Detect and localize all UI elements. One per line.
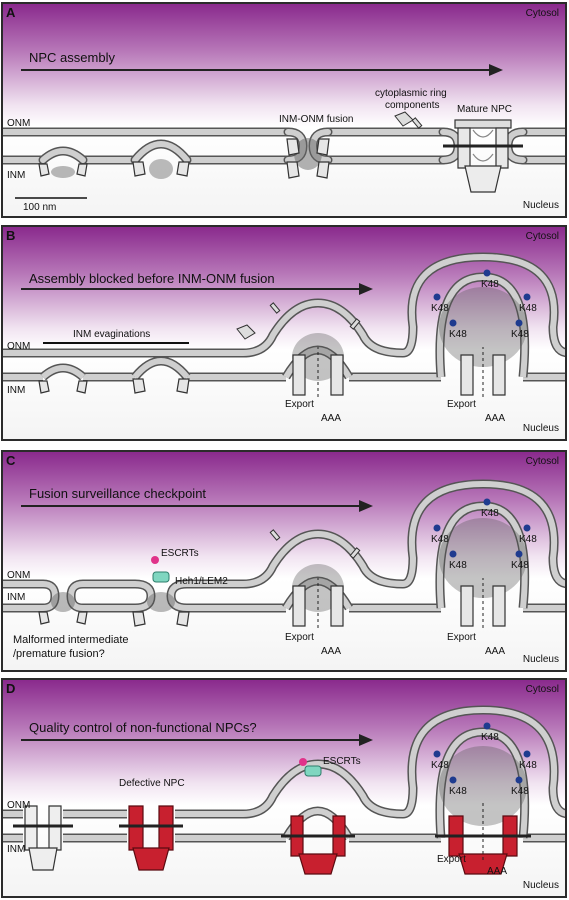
evaginations-label: INM evaginations: [73, 329, 151, 340]
panel-letter: D: [6, 681, 16, 696]
inm-label: INM: [7, 385, 26, 396]
defective-npc-label: Defective NPC: [119, 778, 185, 789]
export-label: Export: [437, 854, 466, 865]
export-label: Export: [285, 399, 314, 410]
nucleus-label: Nucleus: [522, 200, 559, 211]
cytosol-label: Cytosol: [525, 8, 559, 19]
panel-c-drawing: [3, 479, 565, 628]
cytosol-label: Cytosol: [525, 231, 559, 242]
fusion-label: INM-ONM fusion: [279, 114, 354, 125]
panel-a-drawing: [3, 64, 565, 199]
k48-label: K48: [511, 560, 529, 571]
k48-label: K48: [449, 329, 467, 340]
aaa-label: AAA: [321, 413, 342, 424]
ring-label-1: cytoplasmic ring: [375, 88, 447, 99]
panel-d-drawing: [3, 705, 565, 875]
escrt-complex: [151, 556, 170, 583]
k48-label: K48: [519, 303, 537, 314]
panel-title: Fusion surveillance checkpoint: [29, 486, 207, 501]
aaa-label: AAA: [485, 413, 506, 424]
panel-letter: A: [6, 5, 16, 20]
mature-npc-label: Mature NPC: [457, 104, 513, 115]
aaa-label: AAA: [487, 866, 508, 877]
aaa-label: AAA: [485, 646, 506, 657]
cytoplasmic-ring-components: [394, 111, 423, 129]
nucleus-label: Nucleus: [522, 654, 559, 665]
panel-c: C Cytosol Nucleus Fusion surveillance ch…: [1, 450, 567, 672]
ring-label-2: components: [385, 100, 440, 111]
panel-letter: B: [6, 228, 16, 243]
ubiquitin-marks: [433, 269, 531, 327]
panel-title: Quality control of non-functional NPCs?: [29, 720, 257, 735]
panel-title: Assembly blocked before INM-ONM fusion: [29, 271, 275, 286]
k48-label: K48: [481, 732, 499, 743]
ring-components: [269, 529, 361, 559]
onm-label: ONM: [7, 570, 31, 581]
k48-label: K48: [481, 279, 499, 290]
nuclear-envelope: [3, 479, 565, 613]
inm-label: INM: [7, 170, 26, 181]
k48-label: K48: [511, 329, 529, 340]
escrt-label: ESCRTs: [161, 548, 199, 559]
mature-npc: [443, 119, 523, 193]
cytosol-label: Cytosol: [525, 684, 559, 695]
panel-a: A Cytosol Nucleus NPC assembly: [1, 2, 567, 218]
inm-label: INM: [7, 592, 26, 603]
malformed-label-1: Malformed intermediate: [13, 634, 129, 646]
export-label: Export: [447, 399, 476, 410]
inm-label: INM: [7, 844, 26, 855]
npc-intermediate: [38, 138, 330, 179]
ubiquitin-marks: [433, 722, 531, 784]
k48-label: K48: [449, 786, 467, 797]
k48-label: K48: [519, 534, 537, 545]
export-label: Export: [447, 632, 476, 643]
k48-label: K48: [431, 303, 449, 314]
heh1-lem2-label: Heh1/LEM2: [175, 576, 228, 587]
panel-b-drawing: [3, 252, 565, 397]
npc-intermediate: [38, 354, 506, 396]
panel-d: D Cytosol Nucleus Quality control of non…: [1, 678, 567, 898]
malformed-label-2: /premature fusion?: [13, 648, 105, 660]
scale-label: 100 nm: [23, 202, 57, 213]
onm-label: ONM: [7, 118, 31, 129]
functional-npc: [13, 805, 73, 871]
npc-intermediate: [38, 585, 506, 627]
nucleus-label: Nucleus: [522, 880, 559, 891]
aaa-label: AAA: [321, 646, 342, 657]
escrt-complex: [299, 758, 322, 777]
k48-label: K48: [481, 508, 499, 519]
defective-npc: [119, 805, 531, 875]
export-label: Export: [285, 632, 314, 643]
panel-b: B Cytosol Nucleus Assembly blocked befor…: [1, 225, 567, 441]
k48-label: K48: [511, 786, 529, 797]
k48-label: K48: [431, 534, 449, 545]
k48-label: K48: [449, 560, 467, 571]
panel-letter: C: [6, 453, 16, 468]
panel-title: NPC assembly: [29, 50, 115, 65]
cytosol-label: Cytosol: [525, 456, 559, 467]
onm-label: ONM: [7, 341, 31, 352]
ring-components: [236, 302, 361, 340]
k48-label: K48: [519, 760, 537, 771]
nucleus-label: Nucleus: [522, 423, 559, 434]
onm-label: ONM: [7, 800, 31, 811]
escrt-label: ESCRTs: [323, 756, 361, 767]
k48-label: K48: [431, 760, 449, 771]
nuclear-envelope: [3, 705, 565, 843]
ubiquitin-marks: [433, 498, 531, 558]
